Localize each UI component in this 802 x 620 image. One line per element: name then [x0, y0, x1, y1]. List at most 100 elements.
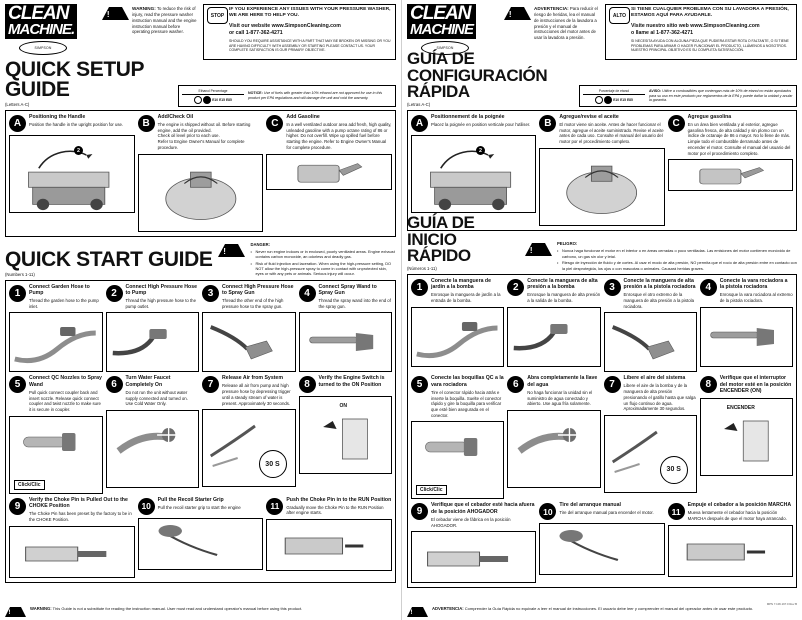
- footer-warning-spanish: ADVERTENCIA: Comprender la Guía Rápida n…: [407, 606, 797, 617]
- header-warning-label: WARNING:: [132, 6, 156, 11]
- ethanol-e15: E15: [219, 97, 225, 102]
- illustration-engine-switch: ON: [298, 396, 392, 475]
- step-title: Conecte las boquillas QC a la vara rocia…: [431, 375, 504, 388]
- start-row-2: 5 Conecte las boquillas QC a la vara roc…: [411, 375, 793, 500]
- illustration-gasoline: [667, 159, 793, 192]
- footer-text: This Guide is not a substitute for readi…: [51, 606, 303, 611]
- brand-line1: CLEAN: [410, 3, 471, 24]
- footer-label: ADVERTENCIA:: [432, 606, 464, 611]
- header-warning: WARNING: To reduce the risk of injury, r…: [102, 4, 198, 35]
- step-badge: 9: [411, 503, 428, 521]
- header-warning-label: ADVERTENCIA:: [534, 6, 569, 11]
- ethanol-label: Ethanol Percentage: [182, 89, 244, 95]
- danger-bullet: Riesgo de inyección de fluido y de corte…: [557, 260, 797, 270]
- start-step-8: 8 Verify the Engine Switch is turned to …: [298, 375, 392, 493]
- setup-title-line1: GUÍA DE: [407, 49, 475, 69]
- step-body: Thread the high pressure hose to the pum…: [125, 298, 196, 309]
- step-title: Positioning the Handle: [29, 114, 86, 120]
- start-row-1: 1 Connect Garden Hose to Pump Thread the…: [9, 284, 392, 373]
- start-title-row: GUÍA DE INICIO RÁPIDO (Números 1-11) PEL…: [407, 214, 797, 271]
- ethanol-ok-icon: [595, 95, 604, 104]
- start-step-6: 6 Turn Water Faucet Completely On Do not…: [105, 375, 199, 493]
- step-body: Mueva lentamente el cebador hacia la pos…: [687, 510, 787, 522]
- step-badge: C: [667, 115, 685, 132]
- stop-sign-icon: STOP: [207, 7, 228, 24]
- step-badge: A: [9, 115, 26, 132]
- support-box: STOP IF YOU EXPERIENCE ANY ISSUES WITH Y…: [203, 4, 396, 60]
- illustration-wand-gun: [699, 306, 793, 367]
- start-step-10: 10 Tire del arranque manual Tire del arr…: [539, 502, 665, 583]
- step-title: Connect High Pressure Hose to Pump: [125, 283, 198, 297]
- illustration-qc-nozzle: Click/Clic: [411, 421, 505, 500]
- illustration-choke-in: [667, 524, 793, 577]
- warning-triangle-icon: [102, 7, 129, 20]
- step-badge: 4: [298, 284, 316, 302]
- danger-bullet: Risk of fluid injection and laceration. …: [250, 261, 396, 277]
- brand-logo: CLEAN MACHINE. SIMPSON: [5, 4, 97, 55]
- start-row-2: 5 Connect QC Nozzles to Spray Wand Pull …: [9, 375, 392, 494]
- step-title: Verifique que el interruptor del motor e…: [719, 375, 792, 395]
- brand-line1: CLEAN: [8, 3, 69, 24]
- step-body: Thread the garden hose to the pump inlet…: [29, 298, 99, 309]
- support-phone[interactable]: or call 1-877-362-4271: [229, 29, 283, 36]
- callout-number: 2: [476, 146, 485, 155]
- step-body: Release all air from pump and high press…: [222, 383, 291, 406]
- setup-steps-box: A Positionnement de la poignée Placez la…: [407, 110, 797, 231]
- warning-triangle-icon: [5, 607, 26, 617]
- setup-title: QUICK SETUP GUIDE: [5, 57, 144, 102]
- panel-spanish: CLEAN MACHINE SIMPSON ADVERTENCIA: Para …: [401, 0, 802, 620]
- danger-label: PELIGRO:: [557, 241, 578, 247]
- support-headline: SI TIENE CUALQUIER PROBLEMA CON SU LAVAD…: [631, 7, 789, 19]
- step-title: Conecte la manguera de alta presión a la…: [623, 277, 696, 291]
- step-title: Verifique que el cebador esté hacia afue…: [431, 502, 535, 515]
- step-body: Tire el conector rápido hacia atrás e in…: [431, 389, 502, 418]
- notice-label: NOTICE:: [248, 91, 263, 96]
- timer-30s-label: 30 S: [258, 450, 287, 479]
- brand-oval: SIMPSON: [421, 40, 469, 55]
- start-step-9: 9 Verifique que el cebador esté hacia af…: [411, 502, 537, 584]
- notice-text: Utilice a combustibles que contengan más…: [649, 88, 793, 103]
- notice-label: AVISO:: [649, 88, 662, 93]
- step-body: Enrosque el otro extremo de la manguera …: [623, 292, 694, 309]
- start-step-4: 4 Connect Spray Wand to Spray Gun Thread…: [298, 283, 392, 373]
- ethanol-e10: E10: [212, 97, 219, 102]
- support-phone[interactable]: o llame al 1-877-362-4271: [631, 29, 694, 36]
- danger-notice: DANGER: Never run engine indoors or in e…: [218, 242, 396, 277]
- illustration-release-air: 30 S: [202, 409, 296, 488]
- step-badge: 6: [507, 376, 525, 394]
- illustration-hp-hose-gun: [603, 312, 697, 373]
- start-step-8: 8 Verifique que el interruptor del motor…: [699, 375, 793, 499]
- start-steps-box: 1 Conecte la manguera de jardín a la bom…: [407, 273, 797, 589]
- step-title: Abra completamente la llave del agua: [527, 375, 598, 388]
- step-badge: 5: [9, 376, 26, 394]
- support-fineprint: SHOULD YOU REQUIRE ASSISTANCE WITH A PAR…: [229, 39, 391, 53]
- setup-step-a: A Positionnement de la poignée Placez la…: [411, 114, 537, 226]
- step-title: Pull the Recoil Starter Grip: [157, 496, 224, 503]
- stop-sign-icon: ALTO: [609, 7, 630, 24]
- step-badge: 2: [105, 284, 123, 302]
- setup-step-a: A Positioning the Handle Position the ha…: [9, 114, 135, 232]
- step-body: Do not run the unit without water supply…: [125, 389, 188, 407]
- start-step-11: 11 Empuje el cebador a la posición MARCH…: [667, 502, 793, 583]
- step-badge: 11: [667, 503, 685, 521]
- step-title: Agregue/revise el aceite: [559, 114, 619, 120]
- danger-triangle-icon: [218, 243, 246, 257]
- start-row-3: 9 Verifique que el cebador esté hacia af…: [411, 502, 793, 584]
- footer-text: Comprender la Guía Rápida no equivale a …: [463, 606, 754, 611]
- step-title: Connect Spray Wand to Spray Gun: [318, 283, 377, 297]
- start-step-3: 3 Conecte la manguera de alta presión a …: [603, 277, 697, 373]
- setup-step-c: C Agregue gasolina En un área bien venti…: [667, 114, 793, 226]
- support-website[interactable]: Visit our website www.SimpsonCleaning.co…: [229, 22, 341, 29]
- support-box: ALTO SI TIENE CUALQUIER PROBLEMA CON SU …: [605, 4, 797, 60]
- setup-row: A Positioning the Handle Position the ha…: [9, 114, 393, 232]
- step-title: Conecte la manguera de alta presión a la…: [527, 277, 598, 291]
- header-warning-text: Para reducir el riesgo de heridas, lea e…: [534, 6, 598, 40]
- step-title: Turn Water Faucet Completely On: [125, 375, 171, 388]
- support-website[interactable]: Visite nuestro sitio web www.SimpsonClea…: [631, 22, 760, 29]
- step-badge: 8: [699, 376, 717, 394]
- illustration-gasoline: [266, 153, 393, 190]
- step-body: El cebador viene de fábrica en la posici…: [431, 516, 511, 528]
- illustration-choke-out: [9, 525, 135, 578]
- step-badge: A: [411, 115, 428, 132]
- header-warning: ADVERTENCIA: Para reducir el riesgo de h…: [504, 4, 600, 41]
